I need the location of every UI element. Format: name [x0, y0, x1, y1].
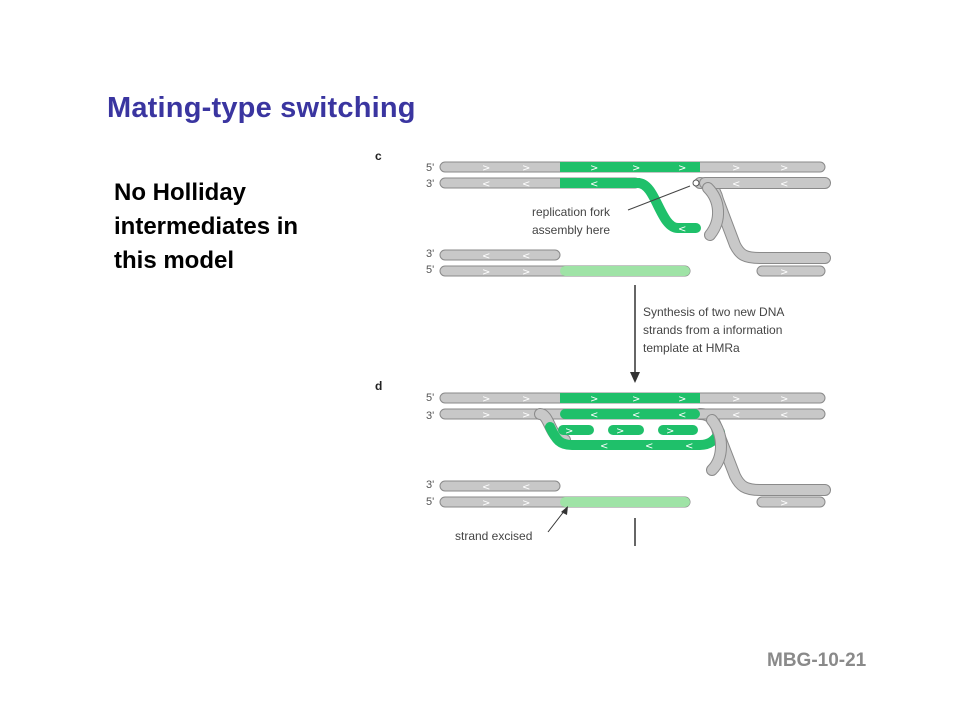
svg-text:<: < [685, 441, 693, 452]
slide-note: No Holliday intermediates in this model [114, 176, 364, 278]
svg-text:>: > [522, 163, 530, 174]
excised-annotation: strand excised [455, 529, 532, 543]
svg-text:>: > [482, 267, 490, 278]
panel-c-end-3: 3' [426, 248, 434, 260]
svg-text:<: < [732, 410, 740, 421]
fork-annotation-line-2: assembly here [532, 223, 610, 237]
panel-d-new-strand-dashed: > > > [558, 425, 698, 437]
panel-d-end-4: 5' [426, 496, 434, 508]
svg-text:>: > [522, 267, 530, 278]
svg-text:<: < [482, 251, 490, 262]
svg-text:>: > [678, 163, 686, 174]
svg-text:<: < [522, 482, 530, 493]
panel-c-bottom-strand-1: << [439, 249, 561, 262]
svg-text:>: > [482, 394, 490, 405]
svg-text:<: < [600, 441, 608, 452]
step-text-line-2: strands from a information [643, 323, 782, 337]
note-line-3: this model [114, 247, 235, 274]
panel-c-label: c [375, 149, 382, 163]
svg-text:>: > [732, 163, 740, 174]
svg-text:>: > [565, 426, 573, 437]
svg-text:>: > [616, 426, 624, 437]
panel-c-end-1: 5' [426, 162, 434, 174]
svg-text:<: < [482, 179, 490, 190]
svg-text:>: > [780, 498, 788, 509]
slide-code: MBG-10-21 [767, 650, 867, 671]
svg-text:>: > [666, 426, 674, 437]
svg-text:>: > [522, 410, 530, 421]
svg-text:<: < [522, 179, 530, 190]
fork-annotation-line-1: replication fork [532, 205, 611, 219]
panel-c-end-4: 5' [426, 264, 434, 276]
svg-text:>: > [482, 163, 490, 174]
svg-text:<: < [482, 482, 490, 493]
panel-d-label: d [375, 379, 382, 393]
svg-text:>: > [780, 394, 788, 405]
note-line-2: intermediates in [114, 213, 299, 240]
step-text-line-1: Synthesis of two new DNA [643, 305, 784, 319]
dna-switching-diagram: c 5' 3' 3' 5' >> >>> >> << << << replica… [375, 149, 831, 546]
svg-text:>: > [590, 394, 598, 405]
svg-text:>: > [590, 163, 598, 174]
panel-d-bottom-strand-2: > > > [439, 496, 826, 509]
panel-c-top-strand-2: << << << [439, 177, 831, 264]
panel-d-end-2: 3' [426, 410, 434, 422]
panel-c-bottom-strand-2: > > > [439, 265, 826, 278]
svg-text:>: > [732, 394, 740, 405]
panel-d-top-strand-1: > > > > > > > [439, 392, 826, 405]
svg-text:>: > [482, 498, 490, 509]
svg-text:>: > [482, 410, 490, 421]
svg-text:<: < [780, 179, 788, 190]
slide-title: Mating-type switching [107, 92, 416, 124]
svg-text:>: > [632, 394, 640, 405]
panel-d-end-3: 3' [426, 479, 434, 491]
svg-text:<: < [632, 410, 640, 421]
svg-text:<: < [590, 179, 598, 190]
svg-text:<: < [780, 410, 788, 421]
svg-text:>: > [632, 163, 640, 174]
svg-text:>: > [522, 498, 530, 509]
step-arrow-head [630, 372, 640, 383]
svg-text:>: > [522, 394, 530, 405]
panel-d-bottom-strand-1: << [439, 480, 561, 493]
panel-d-invading-strand: < < < [545, 414, 727, 476]
svg-text:<: < [590, 410, 598, 421]
step-text-line-3: template at HMRa [643, 341, 740, 355]
panel-d-end-1: 5' [426, 392, 434, 404]
svg-text:<: < [522, 251, 530, 262]
svg-text:<: < [645, 441, 653, 452]
panel-c-top-strand-1: > > > > > > > [439, 161, 826, 174]
svg-text:>: > [678, 394, 686, 405]
svg-text:<: < [678, 224, 686, 235]
svg-text:>: > [780, 267, 788, 278]
svg-text:>: > [780, 163, 788, 174]
svg-text:<: < [678, 410, 686, 421]
panel-c-end-2: 3' [426, 178, 434, 190]
note-line-1: No Holliday [114, 179, 247, 206]
svg-text:<: < [732, 179, 740, 190]
